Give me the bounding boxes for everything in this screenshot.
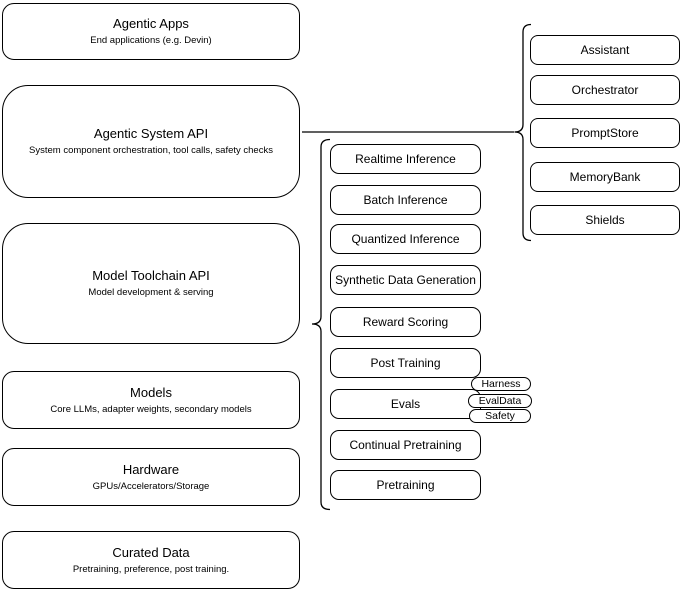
box-subtitle: GPUs/Accelerators/Storage: [92, 480, 210, 492]
toolchain-item-label: Post Training: [370, 356, 441, 370]
toolchain-item-post-training: Post Training: [330, 348, 481, 378]
toolchain-item-label: Quantized Inference: [351, 232, 460, 246]
eval-tag-label: Safety: [485, 410, 515, 422]
box-hardware: Hardware GPUs/Accelerators/Storage: [2, 448, 300, 506]
component-label: Orchestrator: [571, 83, 639, 97]
component-label: PromptStore: [571, 126, 639, 140]
component-assistant: Assistant: [530, 35, 680, 65]
component-promptstore: PromptStore: [530, 118, 680, 148]
toolchain-item-label: Synthetic Data Generation: [335, 273, 476, 287]
component-orchestrator: Orchestrator: [530, 75, 680, 105]
eval-tag-harness: Harness: [471, 377, 531, 391]
eval-tag-evaldata: EvalData: [468, 394, 532, 408]
toolchain-item-reward-scoring: Reward Scoring: [330, 307, 481, 337]
box-title: Agentic System API: [93, 126, 209, 141]
box-title: Curated Data: [112, 544, 190, 560]
toolchain-item-continual-pretraining: Continual Pretraining: [330, 430, 481, 460]
box-subtitle: Pretraining, preference, post training.: [72, 563, 230, 575]
eval-tag-label: Harness: [481, 378, 521, 390]
box-subtitle: Model development & serving: [88, 287, 214, 298]
box-title: Agentic Apps: [113, 16, 189, 31]
eval-tag-safety: Safety: [469, 409, 531, 423]
toolchain-item-pretraining: Pretraining: [330, 470, 481, 500]
box-agentic-apps: Agentic Apps End applications (e.g. Devi…: [2, 3, 300, 60]
toolchain-item-label: Evals: [390, 397, 421, 411]
toolchain-item-label: Continual Pretraining: [349, 438, 462, 452]
box-curated-data: Curated Data Pretraining, preference, po…: [2, 531, 300, 589]
toolchain-item-batch-inference: Batch Inference: [330, 185, 481, 215]
toolchain-item-label: Pretraining: [376, 478, 435, 492]
box-subtitle: End applications (e.g. Devin): [90, 35, 212, 46]
box-title: Models: [130, 384, 172, 400]
eval-tag-label: EvalData: [478, 395, 522, 407]
brace-toolchain-services: [311, 138, 331, 511]
component-label: Shields: [585, 213, 625, 227]
toolchain-item-realtime-inference: Realtime Inference: [330, 144, 481, 174]
toolchain-item-evals: Evals: [330, 389, 481, 419]
component-memorybank: MemoryBank: [530, 162, 680, 192]
box-model-toolchain-api: Model Toolchain API Model development & …: [2, 223, 300, 344]
box-models: Models Core LLMs, adapter weights, secon…: [2, 371, 300, 429]
toolchain-item-label: Realtime Inference: [355, 152, 456, 166]
toolchain-item-label: Reward Scoring: [362, 315, 449, 329]
box-title: Model Toolchain API: [92, 268, 210, 283]
box-agentic-system-api: Agentic System API System component orch…: [2, 85, 300, 198]
brace-system-components: [514, 23, 532, 242]
component-label: Assistant: [580, 43, 630, 57]
toolchain-item-synthetic-data-generation: Synthetic Data Generation: [330, 265, 481, 295]
component-label: MemoryBank: [569, 170, 641, 184]
toolchain-item-label: Batch Inference: [363, 193, 448, 207]
box-subtitle: Core LLMs, adapter weights, secondary mo…: [50, 403, 252, 415]
box-title: Hardware: [122, 461, 180, 477]
component-shields: Shields: [530, 205, 680, 235]
box-subtitle: System component orchestration, tool cal…: [29, 145, 273, 156]
toolchain-item-quantized-inference: Quantized Inference: [330, 224, 481, 254]
